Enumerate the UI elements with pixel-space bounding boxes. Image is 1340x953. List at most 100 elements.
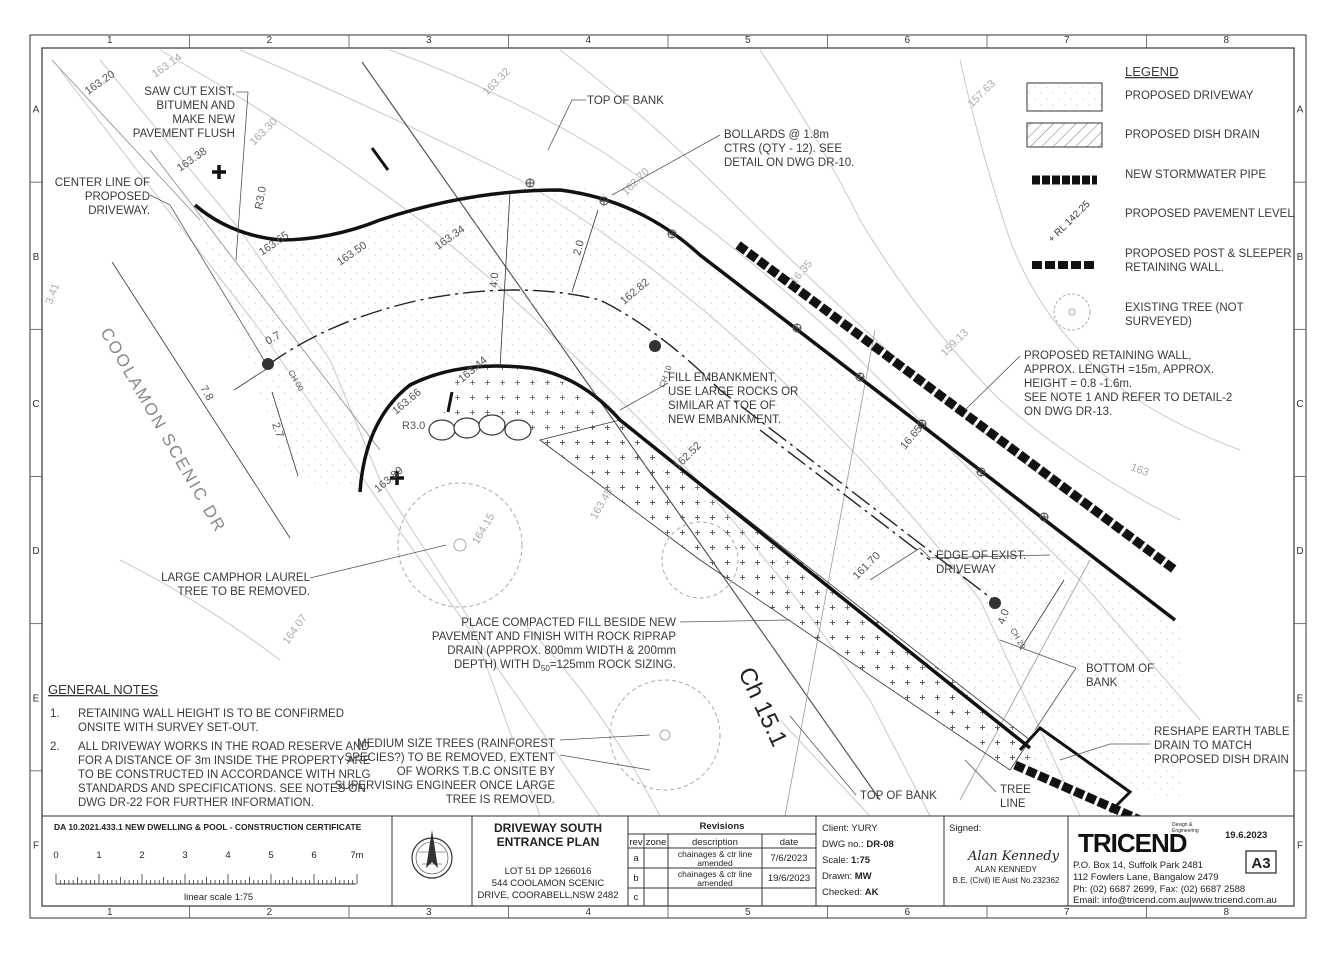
road-name: COOLAMON SCENIC DR [97, 325, 230, 537]
rock-riprap [428, 414, 532, 441]
grid-row-label: E [33, 693, 40, 704]
svg-text:SUPERVISING ENGINEER ONCE LARG: SUPERVISING ENGINEER ONCE LARGE [335, 780, 556, 792]
svg-text:RESHAPE EARTH TABLE: RESHAPE EARTH TABLE [1154, 726, 1290, 738]
scale-tick-label: 4 [225, 850, 230, 861]
annotation-reshape: RESHAPE EARTH TABLE DRAIN TO MATCH PROPO… [1154, 726, 1290, 766]
svg-text:FOR A DISTANCE OF 3m INSIDE TH: FOR A DISTANCE OF 3m INSIDE THE PROPERTY… [78, 755, 371, 767]
svg-text:BITUMEN AND: BITUMEN AND [156, 100, 235, 112]
annotation-bollards: BOLLARDS @ 1.8m CTRS (QTY - 12). SEE DET… [724, 129, 854, 169]
svg-text:NEW EMBANKMENT.: NEW EMBANKMENT. [668, 414, 781, 426]
svg-text:TREE IS REMOVED.: TREE IS REMOVED. [446, 794, 555, 806]
svg-text:2.0: 2.0 [571, 239, 587, 257]
annotation-camphor: LARGE CAMPHOR LAUREL TREE TO BE REMOVED. [161, 572, 311, 598]
svg-text:2.7: 2.7 [269, 421, 286, 439]
svg-text:FILL EMBANKMENT,: FILL EMBANKMENT, [668, 372, 777, 384]
grid-row-label: B [1297, 252, 1304, 263]
general-notes: GENERAL NOTES 1. RETAINING WALL HEIGHT I… [48, 682, 371, 809]
grid-column-label: 1 [107, 907, 113, 918]
grid-column-label: 3 [426, 907, 432, 918]
svg-text:chainages & ctr line: chainages & ctr line [678, 869, 752, 879]
annotation-bottom-of-bank: BOTTOM OF BANK [1086, 663, 1154, 689]
svg-text:ALAN KENNEDY: ALAN KENNEDY [975, 865, 1037, 874]
svg-text:a: a [633, 853, 639, 864]
svg-text:Ph: (02) 6687 2699, Fax: (02): Ph: (02) 6687 2699, Fax: (02) 6687 2588 [1073, 884, 1245, 895]
grid-column-label: 3 [426, 35, 432, 46]
svg-text:SIMILAR AT TOE OF: SIMILAR AT TOE OF [668, 400, 776, 412]
svg-text:2.: 2. [50, 741, 60, 753]
svg-text:DRIVEWAY.: DRIVEWAY. [88, 205, 150, 217]
scale-tick-label: 7m [350, 850, 363, 861]
site-plan [51, 49, 1241, 816]
svg-text:PROPOSED: PROPOSED [85, 191, 150, 203]
signature: Alan Kennedy [967, 849, 1060, 864]
title-block: DA 10.2021.433.1 NEW DWELLING & POOL - C… [42, 815, 1294, 906]
grid-row-label: F [33, 840, 39, 851]
grid-column-label: 2 [266, 907, 272, 918]
svg-text:DWG DR-22 FOR FURTHER INFORMAT: DWG DR-22 FOR FURTHER INFORMATION. [78, 797, 314, 809]
annotation-fill-embankment: FILL EMBANKMENT, USE LARGE ROCKS OR SIMI… [668, 372, 798, 426]
svg-text:amended: amended [697, 858, 733, 868]
grid-row-label: C [32, 399, 39, 410]
svg-text:EXISTING TREE (NOT: EXISTING TREE (NOT [1125, 302, 1244, 314]
svg-text:4.0: 4.0 [996, 608, 1013, 626]
company-logo: TRICEND [1078, 828, 1187, 858]
svg-text:P.O. Box 14, Suffolk Park 2481: P.O. Box 14, Suffolk Park 2481 [1073, 860, 1203, 871]
svg-text:GENERAL NOTES: GENERAL NOTES [48, 682, 158, 697]
bollard-icon [976, 467, 986, 477]
svg-text:MEDIUM SIZE TREES (RAINFOREST: MEDIUM SIZE TREES (RAINFOREST [357, 738, 555, 750]
svg-text:159.13: 159.13 [939, 327, 971, 359]
grid-row-label: D [32, 546, 39, 557]
svg-text:PROPOSED DISH DRAIN: PROPOSED DISH DRAIN [1125, 129, 1260, 141]
grid-column-label: 5 [745, 35, 751, 46]
svg-text:19/6/2023: 19/6/2023 [768, 873, 810, 884]
svg-text:B.E. (Civil) IE Aust No.232362: B.E. (Civil) IE Aust No.232362 [953, 876, 1060, 885]
svg-text:SPECIES?) TO BE REMOVED, EXTEN: SPECIES?) TO BE REMOVED, EXTENT [345, 752, 555, 764]
grid-column-label: 4 [585, 35, 591, 46]
svg-text:Revisions: Revisions [700, 821, 745, 832]
grid-column-label: 8 [1223, 907, 1229, 918]
svg-text:Scale: 1:75: Scale: 1:75 [822, 855, 871, 866]
grid-row-label: F [1297, 840, 1303, 851]
svg-text:PROPOSED RETAINING WALL,: PROPOSED RETAINING WALL, [1024, 350, 1191, 362]
legend-rl-sample: + RL 142.25 [1046, 199, 1093, 246]
annotation-compacted-fill: PLACE COMPACTED FILL BESIDE NEW PAVEMENT… [432, 617, 676, 673]
scale-tick-label: 2 [139, 850, 144, 861]
driveway-centerline [267, 289, 1001, 606]
svg-text:PROPOSED POST & SLEEPER: PROPOSED POST & SLEEPER [1125, 248, 1292, 260]
svg-text:SAW CUT EXIST.: SAW CUT EXIST. [144, 86, 235, 98]
svg-text:LOT 51 DP 1266016: LOT 51 DP 1266016 [505, 866, 592, 877]
legend: LEGEND PROPOSED DRIVEWAY PROPOSED DISH D… [1026, 64, 1294, 331]
grid-column-label: 6 [904, 35, 910, 46]
svg-text:PROPOSED DISH DRAIN: PROPOSED DISH DRAIN [1154, 754, 1289, 766]
svg-text:16.35: 16.35 [788, 258, 815, 287]
svg-text:R3.0: R3.0 [253, 186, 269, 211]
svg-text:description: description [692, 837, 738, 848]
svg-text:163: 163 [1129, 462, 1150, 480]
bollard-icon [667, 229, 677, 239]
svg-text:chainages & ctr line: chainages & ctr line [678, 849, 752, 859]
svg-text:ONSITE WITH SURVEY SET-OUT.: ONSITE WITH SURVEY SET-OUT. [78, 722, 258, 734]
svg-text:163.30: 163.30 [248, 116, 280, 148]
chainage-label: Ch 15.1 [733, 663, 793, 751]
grid-column-label: 2 [266, 35, 272, 46]
riprap-strip [539, 419, 1031, 771]
svg-text:b: b [633, 873, 638, 884]
annotation-edge-exist: EDGE OF EXIST. DRIVEWAY [936, 550, 1026, 576]
svg-text:LEGEND: LEGEND [1125, 64, 1178, 79]
svg-text:EDGE OF EXIST.: EDGE OF EXIST. [936, 550, 1026, 562]
grid-row-label: B [33, 252, 40, 263]
bollard-icon [1039, 512, 1049, 522]
existing-trees [397, 482, 739, 791]
grid-column-label: 4 [585, 907, 591, 918]
scale-tick-label: 6 [311, 850, 316, 861]
svg-text:544 COOLAMON SCENIC: 544 COOLAMON SCENIC [492, 878, 605, 889]
svg-text:MAKE NEW: MAKE NEW [172, 114, 235, 126]
survey-marks [212, 165, 404, 485]
svg-text:7.8: 7.8 [197, 384, 215, 403]
bollard-icon [525, 178, 535, 188]
svg-text:DA 10.2021.433.1 NEW DWELLING: DA 10.2021.433.1 NEW DWELLING & POOL - C… [54, 822, 362, 832]
svg-text:Email: info@tricend.com.au|www: Email: info@tricend.com.au|www.tricend.c… [1073, 895, 1277, 906]
svg-text:HEIGHT = 0.8 -1.6m.: HEIGHT = 0.8 -1.6m. [1024, 378, 1132, 390]
scale-tick-label: 0 [53, 850, 58, 861]
